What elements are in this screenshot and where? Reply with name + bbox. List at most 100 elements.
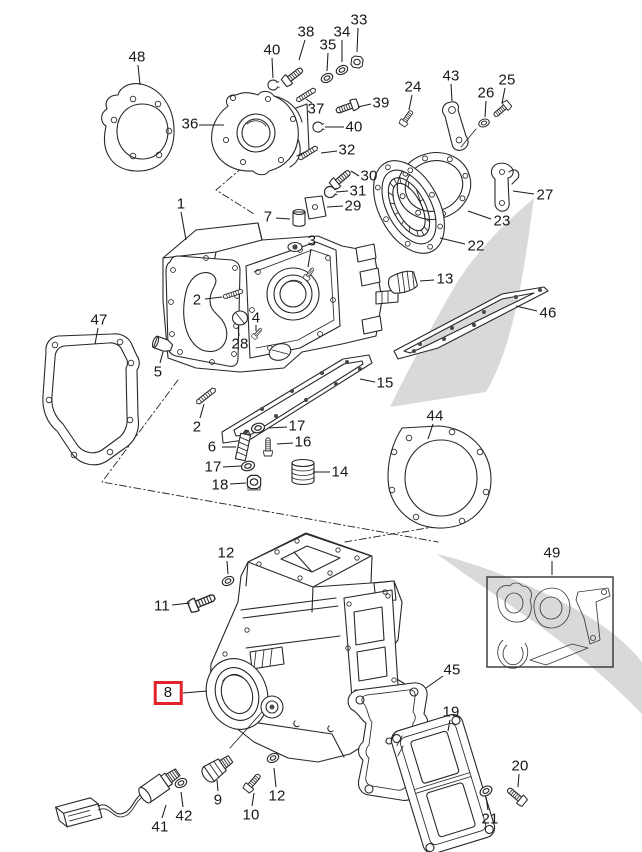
- leader-line-p12b: [273, 767, 277, 788]
- part-18-nut: [246, 474, 262, 491]
- leader-line-p19: [447, 719, 451, 732]
- callout-p16[interactable]: 16: [294, 433, 312, 451]
- watermark-swoosh: [390, 198, 642, 714]
- callout-p29[interactable]: 29: [344, 197, 362, 215]
- callout-p10[interactable]: 10: [242, 806, 260, 824]
- part-28-plug: [231, 310, 249, 326]
- leader-line-p12a: [226, 560, 229, 575]
- leader-line-p1: [180, 211, 187, 241]
- callout-p17a[interactable]: 17: [288, 417, 306, 435]
- leader-line-p5: [159, 351, 164, 364]
- callout-p8[interactable]: 8: [153, 681, 183, 705]
- callout-p25[interactable]: 25: [498, 71, 516, 89]
- leader-line-p33: [356, 27, 359, 53]
- callout-p15[interactable]: 15: [376, 374, 394, 392]
- callout-p30[interactable]: 30: [360, 167, 378, 185]
- callout-p23[interactable]: 23: [493, 212, 511, 230]
- callout-p12b[interactable]: 12: [268, 787, 286, 805]
- part-1-housing: [162, 222, 399, 373]
- callout-p46[interactable]: 46: [539, 304, 557, 322]
- leader-line-p48: [137, 64, 141, 86]
- callout-p41[interactable]: 41: [151, 818, 169, 836]
- callout-p17b[interactable]: 17: [204, 458, 222, 476]
- part-29-plate: [304, 195, 327, 220]
- callout-p37[interactable]: 37: [307, 100, 325, 118]
- part-6-spring: [234, 429, 252, 462]
- callout-p11[interactable]: 11: [154, 597, 170, 615]
- part-48-gasket: [101, 83, 175, 172]
- leader-line-p38: [298, 39, 306, 61]
- callout-p22[interactable]: 22: [467, 237, 485, 255]
- part-27-bracket: [490, 162, 520, 212]
- leader-line-p42: [180, 791, 184, 808]
- leader-line-p39: [357, 103, 372, 108]
- callout-p31[interactable]: 31: [349, 182, 367, 200]
- callout-p49[interactable]: 49: [543, 544, 561, 562]
- part-49-gasket-kit: [486, 576, 614, 669]
- callout-p21[interactable]: 21: [481, 810, 499, 828]
- callout-p26[interactable]: 26: [477, 84, 495, 102]
- leader-line-p44: [427, 423, 434, 440]
- callout-p9[interactable]: 9: [213, 791, 223, 809]
- callout-p35[interactable]: 35: [319, 36, 337, 54]
- callout-p28[interactable]: 28: [231, 335, 249, 353]
- callout-p14[interactable]: 14: [331, 463, 349, 481]
- leader-line-p15: [359, 378, 376, 383]
- callout-p6[interactable]: 6: [207, 438, 217, 456]
- callout-p36[interactable]: 36: [181, 115, 199, 133]
- callout-p47[interactable]: 47: [90, 311, 108, 329]
- callout-p5[interactable]: 5: [153, 363, 163, 381]
- callout-p44[interactable]: 44: [426, 407, 444, 425]
- leader-line-p22: [439, 237, 466, 245]
- callout-p1[interactable]: 1: [176, 195, 186, 213]
- callout-p38[interactable]: 38: [297, 23, 315, 41]
- callout-p48[interactable]: 48: [128, 48, 146, 66]
- leader-line-p18: [229, 482, 247, 485]
- callout-p34[interactable]: 34: [333, 23, 351, 41]
- leader-line-p31: [335, 190, 349, 193]
- leader-line-p2a: [204, 296, 223, 300]
- leader-line-p11: [171, 602, 191, 606]
- leader-line-p26: [484, 100, 487, 118]
- part-43-bracket: [442, 101, 477, 151]
- part-9-plug: [201, 755, 234, 783]
- callout-p39[interactable]: 39: [372, 94, 390, 112]
- part-5-plug: [151, 335, 174, 352]
- callout-p24[interactable]: 24: [404, 78, 422, 96]
- leader-line-p23: [467, 210, 492, 220]
- callout-p20[interactable]: 20: [511, 757, 529, 775]
- callout-p2a[interactable]: 2: [192, 291, 202, 309]
- callout-p13[interactable]: 13: [436, 270, 454, 288]
- callout-p18[interactable]: 18: [211, 476, 229, 494]
- callout-p43[interactable]: 43: [442, 67, 460, 85]
- callout-p12a[interactable]: 12: [217, 544, 235, 562]
- callout-p33[interactable]: 33: [350, 11, 368, 29]
- callout-p40b[interactable]: 40: [345, 118, 363, 136]
- callout-p27[interactable]: 27: [536, 186, 554, 204]
- callout-p2b[interactable]: 2: [192, 418, 202, 436]
- callout-p19[interactable]: 19: [442, 703, 460, 721]
- callout-p40[interactable]: 40: [263, 41, 281, 59]
- part-19-cover-plate: [390, 713, 496, 852]
- callout-p3[interactable]: 3: [307, 232, 317, 250]
- callout-p4[interactable]: 4: [251, 309, 261, 327]
- leader-line-p32: [320, 150, 338, 154]
- leader-line-p37: [305, 98, 313, 104]
- part-13-plug: [387, 270, 419, 294]
- leader-line-p45: [425, 675, 444, 689]
- part-14-spring: [291, 458, 315, 486]
- callout-p32[interactable]: 32: [338, 141, 356, 159]
- part-46-gasket: [393, 286, 549, 360]
- leader-line-p47: [94, 327, 99, 345]
- leader-line-p8: [182, 690, 208, 694]
- leader-line-p16: [276, 442, 294, 445]
- callout-p42[interactable]: 42: [175, 807, 193, 825]
- leader-line-p7: [275, 217, 291, 220]
- leader-line-p2b: [199, 403, 205, 419]
- callout-p45[interactable]: 45: [443, 661, 461, 679]
- callout-p7[interactable]: 7: [263, 208, 273, 226]
- leader-line-p30: [350, 170, 360, 177]
